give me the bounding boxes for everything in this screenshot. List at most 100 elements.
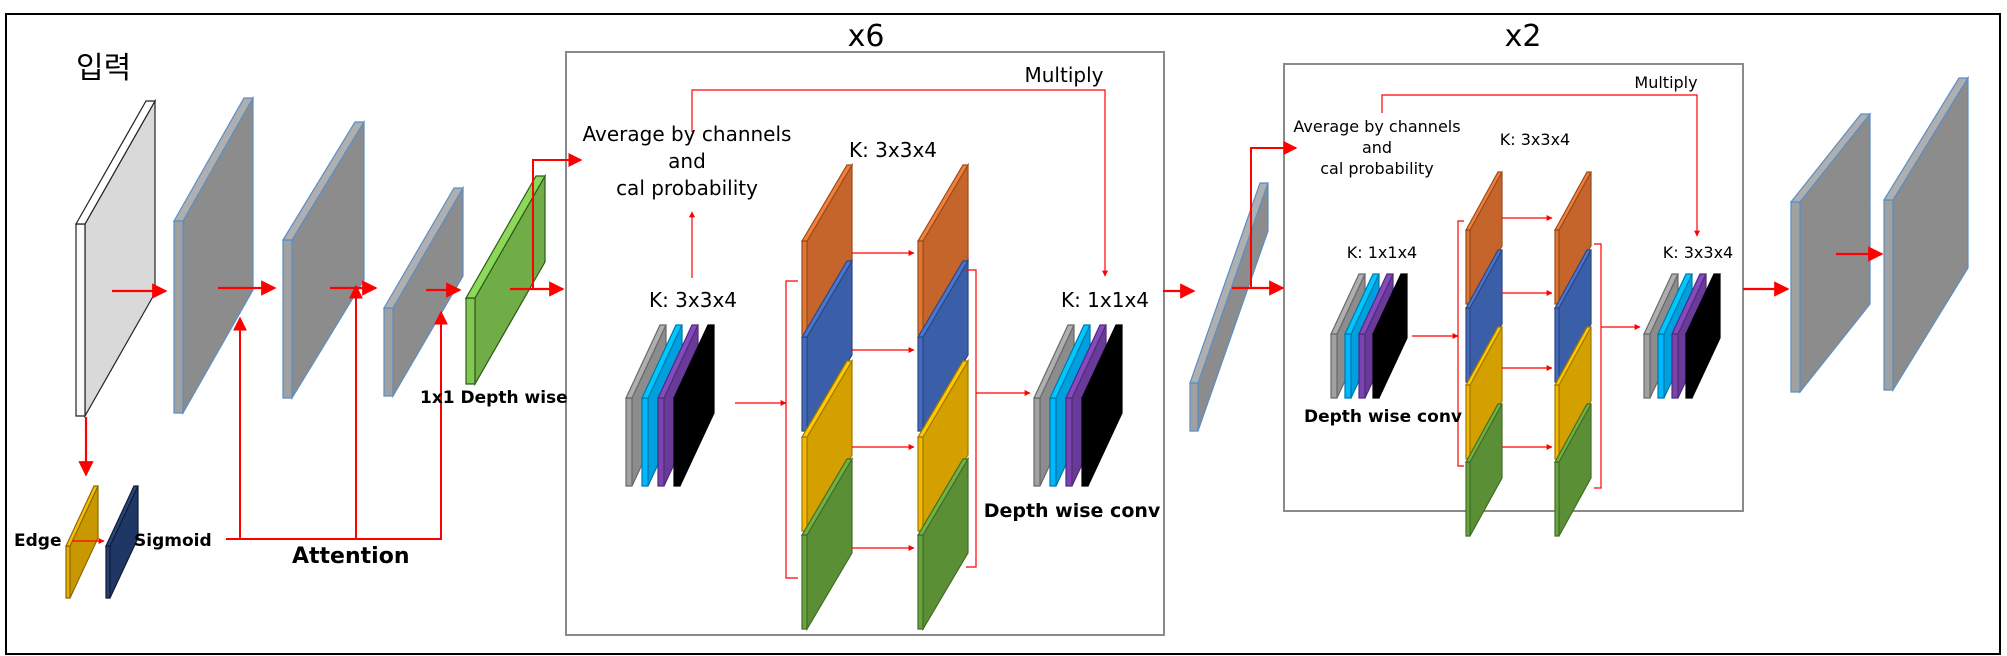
b2-multiply-line: [1381, 94, 1700, 237]
b1-bracket-left: [785, 280, 798, 579]
b2-split-left-yellow: [1464, 326, 1504, 460]
b2-output-kernel-purple-side: [1671, 333, 1679, 399]
feature-map-2: [281, 119, 366, 401]
b2-split-right-orange-side: [1554, 229, 1560, 305]
branch-to-average-2: [1250, 141, 1298, 288]
b1-split-left-yellow: [800, 358, 854, 534]
output-map-1: [1789, 112, 1872, 394]
block2-k-mid: K: 3x3x4: [1500, 130, 1570, 149]
b2-split-left-leaf: [1464, 403, 1504, 537]
b1-input-kernel-purple-top: [657, 324, 699, 399]
b1-split-left-leaf-top: [800, 458, 854, 536]
edge-plate-face: [69, 485, 99, 599]
b1-split-left-blue: [800, 258, 854, 434]
attention-line: [226, 310, 448, 540]
b2-split-left-blue-top: [1464, 249, 1504, 309]
block2-average-line3: cal probability: [1320, 159, 1434, 178]
b1-split-right-leaf: [916, 456, 970, 632]
b1-split-right-yellow-top: [916, 360, 970, 438]
feature-map-4-face: [1197, 182, 1269, 432]
b1-input-kernel-purple-side: [657, 397, 665, 487]
edge-label: Edge: [14, 531, 61, 551]
b1-output-kernel-purple-side: [1065, 397, 1073, 487]
b1-split-left-yellow-side: [801, 436, 808, 532]
feature-map-1-top: [172, 97, 255, 222]
b1-split-left-blue-top: [800, 260, 854, 338]
b2-split-left-leaf-side: [1465, 461, 1471, 537]
b1-split-left-orange-side: [801, 240, 808, 336]
b1-split-right-blue-side: [917, 336, 924, 432]
b2-bracket-left: [1457, 220, 1464, 467]
b2-split-right-leaf-side: [1554, 461, 1560, 537]
edge-plate-top: [65, 485, 99, 547]
b2-split-right-yellow: [1553, 326, 1593, 460]
b2-input-kernel-plate_gray-side: [1330, 333, 1338, 399]
feature-map-3-side: [383, 307, 394, 397]
depthwise-1x1-label: 1x1 Depth wise: [420, 388, 568, 408]
output-map-1-top: [1789, 113, 1872, 203]
b1-output-kernel-black-top: [1081, 324, 1123, 399]
b2-input-kernel-cyan-side: [1344, 333, 1352, 399]
feature-maps: [65, 75, 1970, 632]
sigmoid-plate: [105, 485, 139, 599]
b2-bracket-right: [1594, 243, 1602, 489]
block2-average-line1: Average by channels: [1293, 117, 1460, 136]
b2-split-right-yellow-top: [1553, 326, 1593, 386]
depthwise-plate-side: [465, 297, 476, 385]
b2-output-kernel-purple-top: [1671, 273, 1707, 335]
outer-frame: [5, 13, 2001, 655]
block2-dw-conv: Depth wise conv: [1304, 407, 1462, 427]
b2-input-kernel-black: [1372, 273, 1408, 399]
b1-input-kernel-cyan-top: [641, 324, 683, 399]
output-map-1-side: [1790, 201, 1801, 393]
input-plate-top: [74, 100, 157, 225]
flow-arrows: [72, 89, 1884, 579]
b1-split-left-blue-side: [801, 336, 808, 432]
b2-split-left-orange: [1464, 171, 1504, 305]
b1-input-kernel-plate_gray-side: [625, 397, 633, 487]
b1-output-kernel-cyan-side: [1049, 397, 1057, 487]
b2-split-left-orange-top: [1464, 171, 1504, 231]
b1-output-kernel-plate_gray-top: [1033, 324, 1075, 399]
block1-k-in: K: 3x3x4: [649, 288, 737, 312]
feature-map-3-top: [382, 187, 465, 309]
b2-input-kernel-black-top: [1372, 273, 1408, 335]
b1-split-left-orange: [800, 162, 854, 338]
b2-split-right-leaf: [1553, 403, 1593, 537]
feature-map-1-side: [173, 220, 184, 414]
b1-output-kernel-cyan-top: [1049, 324, 1091, 399]
b2-split-right-blue-side: [1554, 307, 1560, 383]
b2-split-right-blue-top: [1553, 249, 1593, 309]
b1-output-kernel-black-side: [1081, 397, 1089, 487]
block2-repeat: x2: [1505, 19, 1542, 54]
b2-split-left-blue: [1464, 249, 1504, 383]
depthwise-plate: [464, 173, 547, 387]
depthwise-plate-top: [464, 175, 547, 299]
feature-map-3: [382, 185, 465, 399]
b2-split-right-orange: [1553, 171, 1593, 305]
feature-map-2-face: [291, 119, 365, 401]
block1-k-out: K: 1x1x4: [1061, 288, 1149, 312]
block1-repeat: x6: [848, 19, 885, 54]
edge-plate-side: [65, 545, 71, 599]
output-map-2-side: [1883, 199, 1894, 391]
block2-multiply: Multiply: [1634, 73, 1697, 92]
b1-split-left-leaf-side: [801, 534, 808, 630]
b1-split-right-blue: [916, 258, 970, 434]
b1-split-left-yellow-top: [800, 360, 854, 438]
b1-input-kernel-cyan-side: [641, 397, 649, 487]
b2-split-left-yellow-top: [1464, 326, 1504, 386]
b1-input-kernel-black-side: [673, 397, 681, 487]
b1-input-kernel-black-top: [673, 324, 715, 399]
sigmoid-plate-top: [105, 485, 139, 547]
b1-split-right-yellow: [916, 358, 970, 534]
b2-input-kernel-purple-side: [1358, 333, 1366, 399]
block1-average-line3: cal probability: [616, 176, 758, 200]
b2-split-left-orange-side: [1465, 229, 1471, 305]
sigmoid-plate-side: [105, 545, 111, 599]
b1-output-kernel-plate_gray-side: [1033, 397, 1041, 487]
b2-output-kernel-plate_gray-side: [1643, 333, 1651, 399]
b1-split-right-orange: [916, 162, 970, 338]
feature-map-2-top: [281, 121, 366, 241]
